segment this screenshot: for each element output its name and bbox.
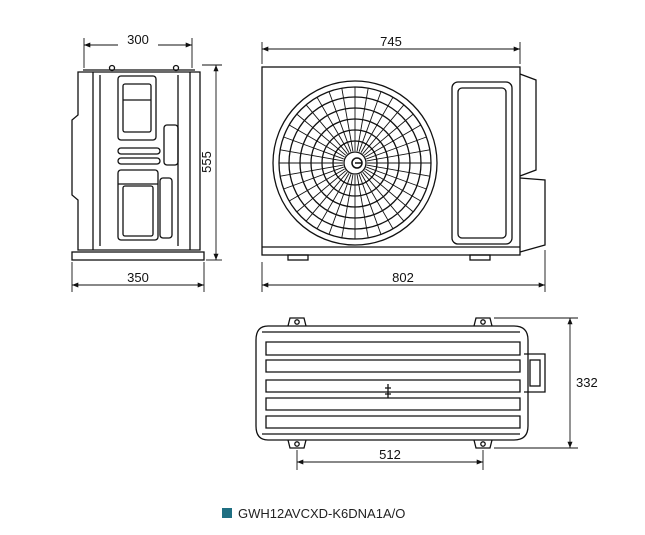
model-caption: GWH12AVCXD-K6DNA1A/O xyxy=(222,505,405,521)
fan-spoke xyxy=(305,171,348,222)
fan-spoke xyxy=(360,96,394,153)
fan-spoke xyxy=(288,168,345,202)
fan-spoke xyxy=(328,91,352,152)
dim-front-width-overall: 802 xyxy=(392,270,414,285)
fan-spoke xyxy=(341,174,354,238)
fan-spoke xyxy=(365,124,422,158)
fan-spoke xyxy=(360,173,394,230)
fan-spoke xyxy=(362,171,405,222)
fan-spoke xyxy=(280,149,344,162)
fan-spoke xyxy=(363,113,414,156)
fan-spoke xyxy=(358,91,382,152)
fan-spoke xyxy=(366,166,427,190)
fan-spoke xyxy=(366,136,427,160)
fan-spoke xyxy=(305,104,348,155)
dim-side-height: 555 xyxy=(199,151,214,173)
fan-spoke xyxy=(363,170,414,213)
fan-spoke xyxy=(288,124,345,158)
fan-spokes xyxy=(279,87,431,239)
fan-spoke xyxy=(362,104,405,155)
fan-spoke xyxy=(316,96,350,153)
fan-spoke xyxy=(280,164,344,177)
fan-spoke xyxy=(296,170,347,213)
fan-spoke xyxy=(283,166,344,190)
fan-spoke xyxy=(366,164,430,177)
fan-spoke xyxy=(356,88,369,152)
fan-spoke xyxy=(296,113,347,156)
top-view xyxy=(255,317,546,449)
dim-top-depth: 332 xyxy=(576,375,598,390)
dim-side-depth-base: 350 xyxy=(127,270,149,285)
fan-spoke xyxy=(283,136,344,160)
fan-spoke xyxy=(341,88,354,152)
model-label: GWH12AVCXD-K6DNA1A/O xyxy=(238,505,406,521)
dimension-lines xyxy=(71,38,578,470)
dim-front-width-body: 745 xyxy=(380,34,402,49)
dim-top-mount-spacing: 512 xyxy=(379,447,401,462)
dim-side-depth-top: 300 xyxy=(127,32,149,47)
fan-spoke xyxy=(365,168,422,202)
fan-spoke xyxy=(358,174,382,235)
front-view xyxy=(261,66,546,261)
fan-spoke xyxy=(366,149,430,162)
legend-square-icon xyxy=(222,508,232,518)
side-view xyxy=(71,64,205,261)
fan-spoke xyxy=(328,174,352,235)
fan-spoke xyxy=(356,174,369,238)
fan-spoke xyxy=(316,173,350,230)
